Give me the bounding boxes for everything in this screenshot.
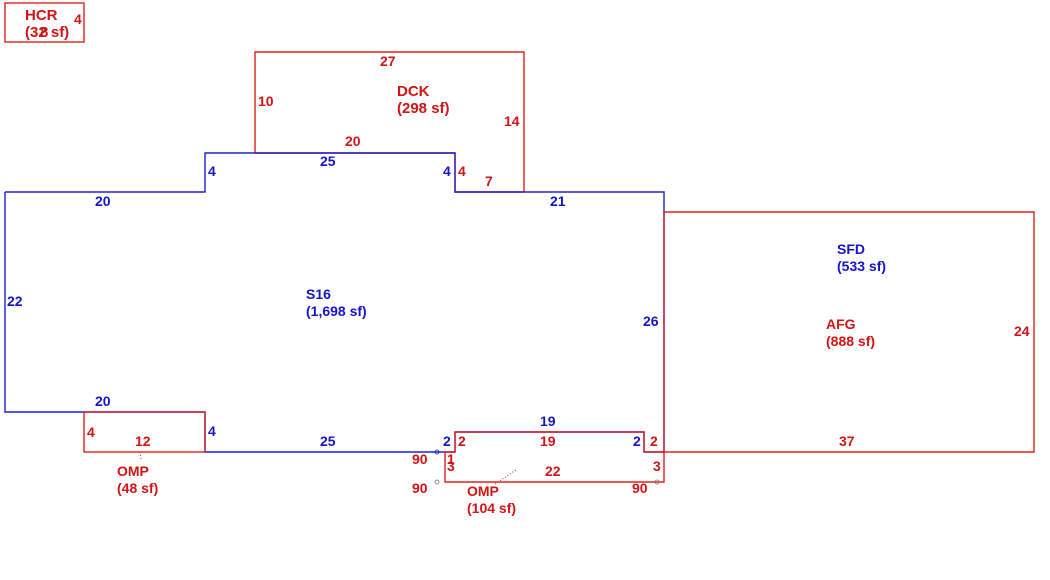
dim-label: 19 [540,413,556,429]
dim-label: 4 [208,163,216,179]
dim-label: 21 [550,193,566,209]
dim-label: 25 [320,433,336,449]
dim-label: 24 [1014,323,1030,339]
dim-label: 19 [540,433,556,449]
omp-left-code: OMP [117,463,149,479]
dim-label: 26 [643,313,659,329]
dim-label: 2 [633,433,641,449]
dim-label: 4 [443,163,451,179]
dck-area: (298 sf) [397,100,450,117]
dim-label: 1 [447,451,455,467]
dim-label: 20 [345,133,361,149]
hcr-outline [4,2,85,43]
omp-left-leader [139,451,142,461]
dim-label: 7 [485,173,493,189]
dim-label: 90 [632,480,648,496]
dim-label: 37 [839,433,855,449]
dck-code: DCK [397,83,430,100]
dim-label: 20 [95,193,111,209]
dim-label: 90 [412,480,428,496]
dim-label: 14 [504,113,520,129]
afg-code: AFG [826,316,856,332]
s16-code: S16 [306,286,331,302]
dim-label: 10 [258,93,274,109]
dim-label: 12 [135,433,151,449]
afg-outline [663,211,1035,453]
dim-label: 2 [443,433,451,449]
hcr-overlap-dim: 8 [40,24,48,41]
dck-outline [254,51,525,193]
angle-marker [654,479,660,485]
dim-label: 22 [7,293,23,309]
dim-label: 3 [653,458,661,474]
dim-label: 22 [545,463,561,479]
omp-right-area: (104 sf) [467,500,516,516]
angle-marker [434,449,440,455]
angle-marker [434,479,440,485]
omp-right-code: OMP [467,483,499,499]
dim-label: 4 [458,163,466,179]
omp-left-area: (48 sf) [117,480,158,496]
sfd-code: SFD [837,241,865,257]
s16-area: (1,698 sf) [306,303,367,319]
dim-label: 2 [458,433,466,449]
afg-area: (888 sf) [826,333,875,349]
dim-label: 20 [95,393,111,409]
hcr-code: HCR [25,7,58,24]
dim-label: 90 [412,451,428,467]
omp-right-leader [494,469,517,485]
omp-right-outline [444,431,665,483]
omp-left-outline [83,411,206,453]
dim-label: 2 [650,433,658,449]
dim-label: 27 [380,53,396,69]
sfd-area: (533 sf) [837,258,886,274]
hcr-area: (32 sf) [25,24,69,41]
dim-label: 4 [208,423,216,439]
dim-label: 3 [447,458,455,474]
dim-label: 4 [74,11,82,27]
dim-label: 4 [87,424,95,440]
dim-label: 25 [320,153,336,169]
